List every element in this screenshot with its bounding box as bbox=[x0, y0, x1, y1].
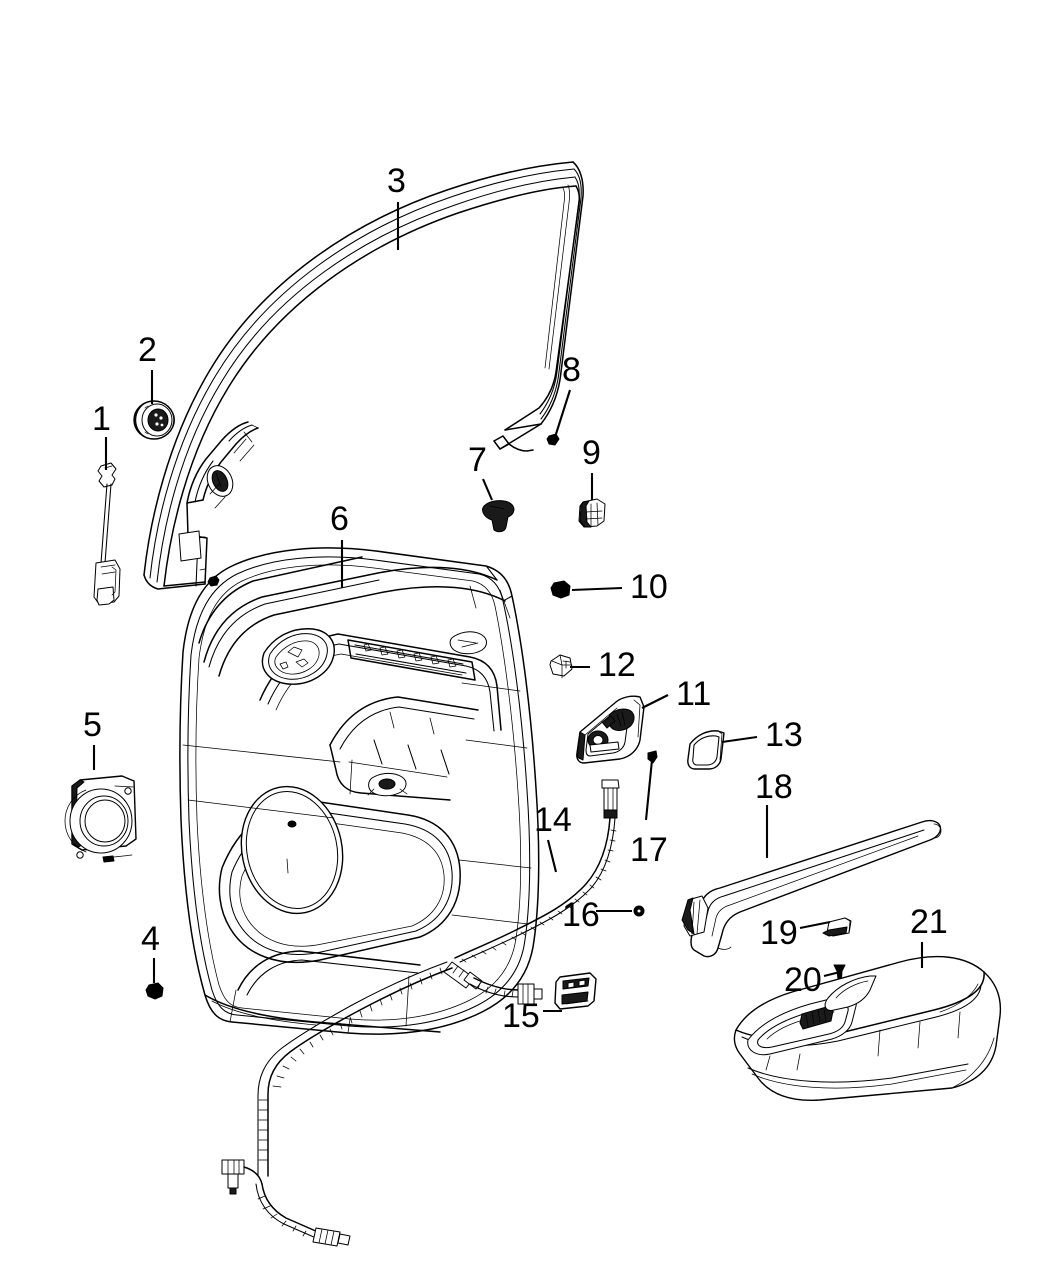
part-18-applique-trim-strip bbox=[681, 819, 942, 958]
callout-number-18: 18 bbox=[755, 768, 793, 806]
part-3-window-weatherstrip bbox=[143, 161, 584, 590]
callout-number-16: 16 bbox=[562, 896, 600, 934]
leader-line-11 bbox=[641, 694, 669, 709]
part-8-small-clip bbox=[546, 433, 560, 446]
part-9-retainer-clip bbox=[578, 498, 606, 528]
callout-number-11: 11 bbox=[676, 675, 712, 713]
callout-number-7: 7 bbox=[468, 441, 487, 479]
callout-number-15: 15 bbox=[502, 997, 540, 1035]
leader-line-13 bbox=[721, 735, 758, 744]
part-17-clip bbox=[647, 750, 658, 764]
callout-number-2: 2 bbox=[138, 331, 157, 369]
callout-number-13: 13 bbox=[765, 716, 803, 754]
callout-number-19: 19 bbox=[760, 914, 798, 952]
callout-number-12: 12 bbox=[598, 646, 636, 684]
part-7-grommet-cap bbox=[482, 500, 515, 533]
callout-number-8: 8 bbox=[562, 351, 581, 389]
part-6-door-trim-panel bbox=[179, 547, 540, 1035]
part-1-release-rod bbox=[93, 462, 121, 606]
leader-line-20 bbox=[823, 970, 841, 978]
leader-line-8 bbox=[554, 389, 572, 435]
callout-number-21: 21 bbox=[910, 903, 948, 941]
leader-line-10 bbox=[571, 586, 623, 592]
callout-number-17: 17 bbox=[630, 831, 668, 869]
callout-number-1: 1 bbox=[92, 400, 111, 438]
part-21-armrest-assembly bbox=[733, 955, 1002, 1101]
callout-number-14: 14 bbox=[534, 801, 572, 839]
part-4-push-pin-retainer bbox=[145, 982, 164, 1000]
callout-number-5: 5 bbox=[83, 706, 102, 744]
callout-number-20: 20 bbox=[784, 961, 822, 999]
part-10-push-pin-retainer bbox=[550, 580, 571, 599]
leader-line-17 bbox=[644, 759, 654, 821]
leader-lines bbox=[92, 202, 924, 1013]
callout-number-9: 9 bbox=[582, 434, 601, 472]
callout-number-4: 4 bbox=[141, 920, 160, 958]
part-11-window-switch-module bbox=[576, 695, 645, 764]
leader-line-7 bbox=[482, 478, 493, 501]
leader-line-14 bbox=[546, 839, 558, 873]
part-16-screw bbox=[633, 905, 645, 917]
part-14-door-wire-harness bbox=[221, 779, 620, 1247]
part-12-nut bbox=[549, 654, 573, 679]
part-5-door-speaker bbox=[64, 775, 137, 863]
part-2-tweeter-speaker bbox=[133, 400, 175, 440]
callout-number-6: 6 bbox=[330, 500, 349, 538]
leader-line-19 bbox=[799, 920, 831, 930]
callout-number-3: 3 bbox=[387, 162, 406, 200]
part-15-window-lift-switch bbox=[554, 972, 597, 1010]
part-13-handle-bezel-cover bbox=[687, 730, 725, 770]
part-19-cover-cap bbox=[822, 917, 852, 937]
callout-number-10: 10 bbox=[630, 568, 668, 606]
